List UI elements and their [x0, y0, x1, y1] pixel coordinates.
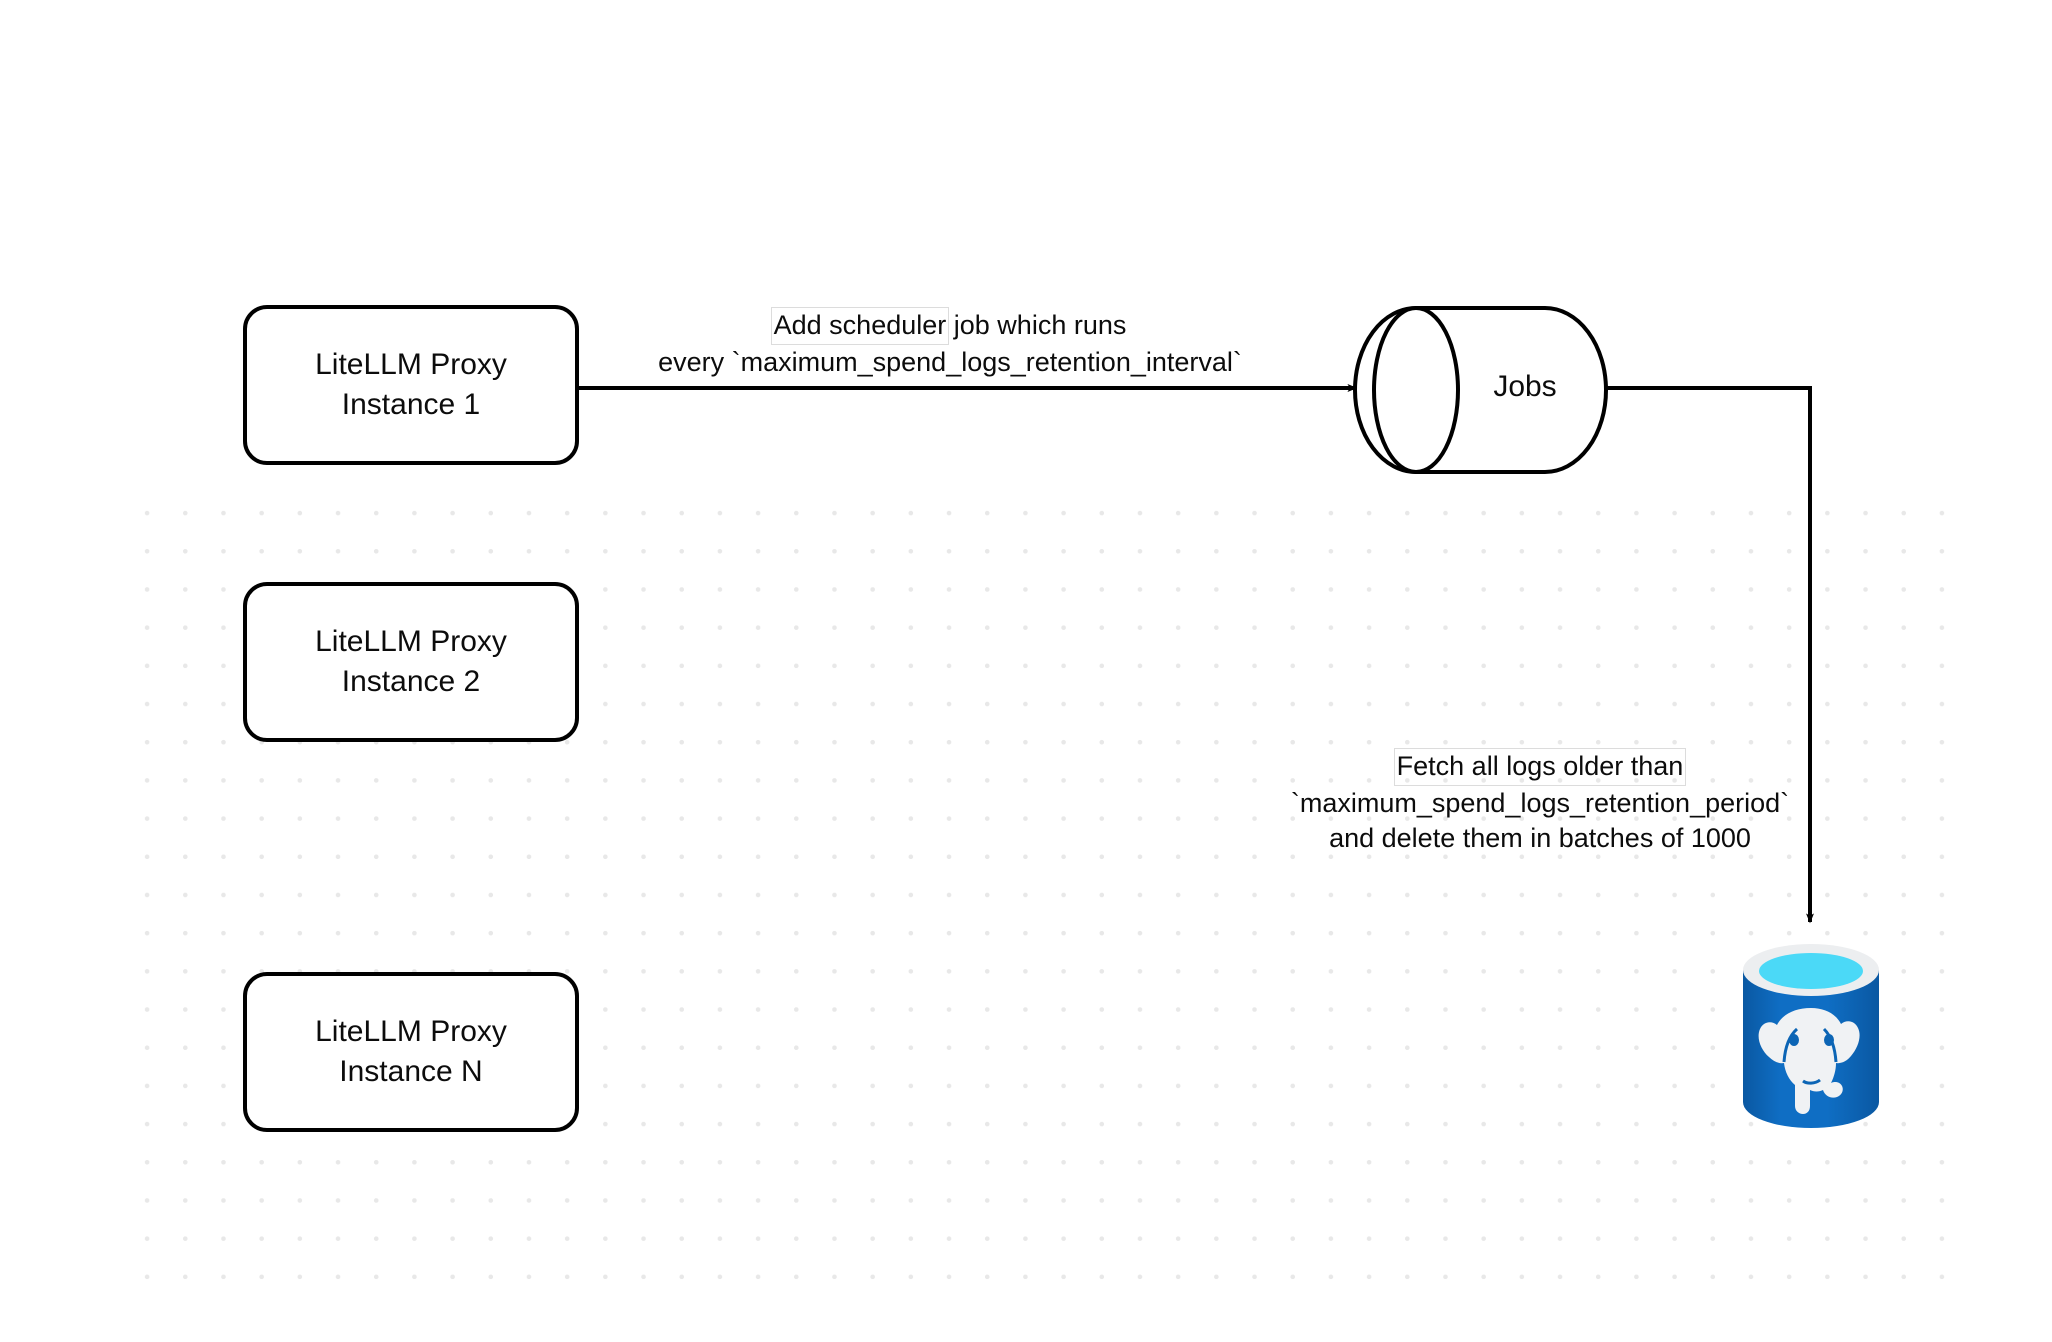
node-litellm-proxy-instance-n[interactable]: LiteLLM Proxy Instance N [243, 972, 579, 1132]
elephant-ear-lines [1782, 1027, 1838, 1085]
node-litellm-proxy-instance-1[interactable]: LiteLLM Proxy Instance 1 [243, 305, 579, 465]
edge-label-row-3: and delete them in batches of 1000 [1329, 823, 1751, 854]
edge-label-row-1: Fetch all logs older than [1230, 748, 1850, 786]
edge-label-segment-highlighted: Fetch all logs older than [1393, 748, 1687, 786]
edge-label-fetch-and-delete-logs: Fetch all logs older than `maximum_spend… [1230, 748, 1850, 857]
jobs-cylinder-shape [1353, 306, 1608, 474]
edge-label-segment-plain: job which runs [946, 310, 1127, 340]
edge-label-row-2: `maximum_spend_logs_retention_period` [1290, 787, 1790, 818]
edge-label-add-scheduler-job: Add scheduler job which runs every `maxi… [600, 307, 1300, 380]
node-label-line-2: Instance N [339, 1055, 483, 1088]
node-label-jobs: Jobs [1493, 370, 1557, 403]
edge-label-row-1: Add scheduler job which runs [600, 307, 1300, 345]
node-label-line-1: LiteLLM Proxy [315, 348, 507, 382]
node-label-line-1: LiteLLM Proxy [315, 625, 507, 659]
edge-label-row-2: every `maximum_spend_logs_retention_inte… [658, 346, 1242, 377]
postgresql-elephant-icon [1743, 944, 1879, 1128]
node-label-line-1: LiteLLM Proxy [315, 1015, 507, 1049]
node-label-line-2: Instance 2 [341, 665, 481, 698]
node-litellm-proxy-instance-2[interactable]: LiteLLM Proxy Instance 2 [243, 582, 579, 742]
connector-jobs-to-postgres [1605, 386, 1814, 924]
elephant-glyph [1758, 1008, 1860, 1114]
node-label-line-2: Instance 1 [341, 388, 481, 421]
edge-label-segment-highlighted: Add scheduler [770, 307, 950, 345]
